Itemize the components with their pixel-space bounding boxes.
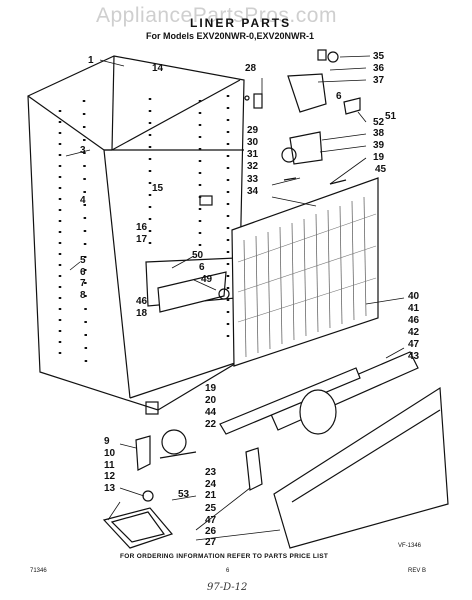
fan-housing xyxy=(244,49,361,185)
callout-6-left: 6 xyxy=(80,267,86,278)
handwritten-note: 97-D-12 xyxy=(207,582,248,593)
callout-17: 17 xyxy=(136,234,148,245)
drain-trough-assembly xyxy=(102,271,449,549)
callout-36: 36 xyxy=(373,63,385,74)
callout-3: 3 xyxy=(80,145,86,156)
callout-4: 4 xyxy=(80,195,86,206)
leader-lines xyxy=(65,55,405,541)
callout-22: 22 xyxy=(205,419,217,430)
callout-13: 13 xyxy=(104,483,116,494)
callout-6-top: 6 xyxy=(336,91,342,102)
callout-42: 42 xyxy=(408,327,420,338)
callout-26: 26 xyxy=(205,526,217,537)
ordering-note: FOR ORDERING INFORMATION REFER TO PARTS … xyxy=(120,553,329,560)
callout-39: 39 xyxy=(373,140,385,151)
callout-27: 27 xyxy=(205,537,217,548)
callout-19-top: 19 xyxy=(373,152,385,163)
callout-1: 1 xyxy=(88,55,94,66)
callout-18: 18 xyxy=(136,308,148,319)
callout-19-bottom: 19 xyxy=(205,383,217,394)
callout-29: 29 xyxy=(247,125,259,136)
callout-43: 43 xyxy=(408,351,420,362)
callout-25: 25 xyxy=(205,503,217,514)
callout-50: 50 xyxy=(192,250,204,261)
watermark: AppliancePartsPros.com xyxy=(96,4,337,27)
callout-41: 41 xyxy=(408,303,420,314)
callout-44: 44 xyxy=(205,407,217,418)
drawing-id: VF-1346 xyxy=(398,543,422,549)
diagram-subtitle: For Models EXV20NWR-0,EXV20NWR-1 xyxy=(146,31,315,41)
callout-20: 20 xyxy=(205,395,217,406)
callout-24: 24 xyxy=(205,479,217,490)
diagram-title: LINER PARTS xyxy=(190,16,292,30)
callout-6-mid: 6 xyxy=(199,262,205,273)
callout-21: 21 xyxy=(205,490,217,501)
callout-46-left: 46 xyxy=(136,296,148,307)
callout-40: 40 xyxy=(408,291,420,302)
callout-49: 49 xyxy=(201,274,213,285)
callout-30: 30 xyxy=(247,137,259,148)
callout-31: 31 xyxy=(247,149,259,160)
callout-8: 8 xyxy=(80,290,86,301)
callout-35: 35 xyxy=(373,51,385,62)
callout-7: 7 xyxy=(80,278,86,289)
callout-5: 5 xyxy=(80,255,86,266)
callout-28: 28 xyxy=(245,63,257,74)
callout-9: 9 xyxy=(104,436,110,447)
callout-46-right: 46 xyxy=(408,315,420,326)
callout-32: 32 xyxy=(247,161,259,172)
callout-33: 33 xyxy=(247,174,259,185)
callout-47-bottom: 47 xyxy=(205,515,217,526)
footer-revision: REV B xyxy=(408,568,427,574)
callout-52: 52 xyxy=(373,117,385,128)
callout-34: 34 xyxy=(247,186,259,197)
callout-45: 45 xyxy=(375,164,387,175)
callout-47-right: 47 xyxy=(408,339,420,350)
callout-37: 37 xyxy=(373,75,385,86)
callout-11: 11 xyxy=(104,460,115,471)
liner-cabinet xyxy=(27,55,245,411)
evaporator-coil xyxy=(231,177,379,367)
callout-16: 16 xyxy=(136,222,148,233)
callout-53: 53 xyxy=(178,489,190,500)
callout-10: 10 xyxy=(104,448,116,459)
callout-51: 51 xyxy=(385,111,397,122)
callout-23: 23 xyxy=(205,467,217,478)
callout-15: 15 xyxy=(152,183,164,194)
callout-38: 38 xyxy=(373,128,385,139)
footer-left: 71346 xyxy=(30,568,47,574)
callout-12: 12 xyxy=(104,471,116,482)
footer-page-number: 6 xyxy=(226,568,230,574)
callout-14: 14 xyxy=(152,63,164,74)
